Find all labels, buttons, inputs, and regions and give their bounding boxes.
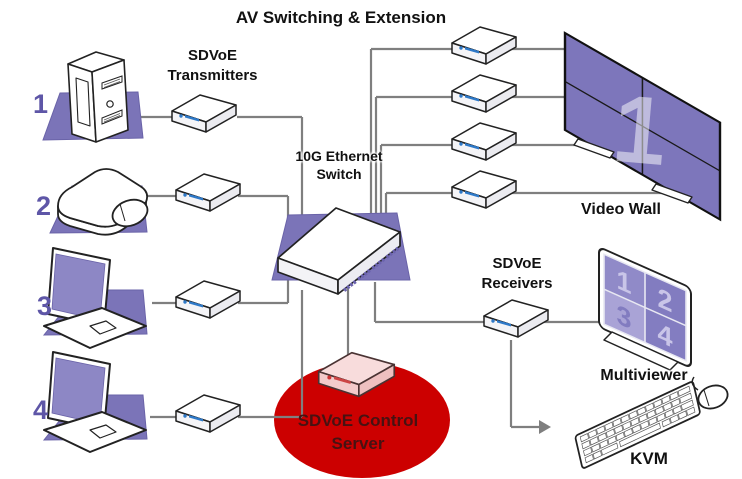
- receiver-box-4: [451, 170, 517, 209]
- switch-label: 10G Ethernet Switch: [295, 148, 383, 182]
- source-number-3: 3: [37, 291, 53, 321]
- media-player-device: [57, 168, 149, 236]
- connection-lines: [140, 47, 668, 429]
- receiver-box-1: [451, 26, 517, 65]
- switch-ports: [343, 246, 400, 292]
- receiver-box-5: [483, 299, 549, 338]
- mv-quadrant-2: 2: [657, 281, 672, 318]
- video-wall: 1: [563, 31, 722, 222]
- kvm-keyboard: [574, 381, 701, 469]
- transmitter-box-3: [175, 280, 241, 319]
- source-number-4: 4: [33, 395, 49, 425]
- ethernet-switch: [271, 207, 411, 295]
- kvm-arrowhead: [539, 420, 551, 434]
- kvm-label: KVM: [630, 449, 668, 468]
- control-server-label: SDVoE Control Server: [297, 411, 419, 453]
- kvm-mouse: [691, 376, 729, 410]
- red-highlight-ellipse: [274, 362, 450, 478]
- control-server-box: [317, 351, 396, 398]
- pc-tower: [67, 51, 129, 143]
- transmitters-label: SDVoE Transmitters: [167, 47, 258, 84]
- receiver-box-3: [451, 122, 517, 161]
- source-number-2: 2: [36, 191, 52, 221]
- video-wall-label: Video Wall: [580, 201, 661, 218]
- transmitter-box-1: [171, 94, 237, 133]
- wall-mount-1: [573, 138, 615, 159]
- video-wall-number: 1: [609, 75, 672, 186]
- wall-mount-2: [651, 183, 693, 204]
- receivers-label: SDVoE Receivers: [481, 255, 553, 292]
- mouse-2: [111, 198, 149, 228]
- transmitter-box-4: [175, 394, 241, 433]
- source-number-1: 1: [33, 89, 49, 119]
- diagram-title: AV Switching & Extension: [235, 8, 447, 27]
- mv-quadrant-4: 4: [657, 316, 672, 353]
- mv-quadrant-3: 3: [616, 298, 631, 335]
- multiviewer-display: 1 2 3 4: [598, 248, 692, 371]
- mv-quadrant-1: 1: [616, 263, 631, 300]
- transmitter-box-2: [175, 173, 241, 212]
- multiviewer-stand: [603, 331, 679, 371]
- multiviewer-label: Multiviewer: [600, 367, 688, 384]
- receiver-box-2: [451, 74, 517, 113]
